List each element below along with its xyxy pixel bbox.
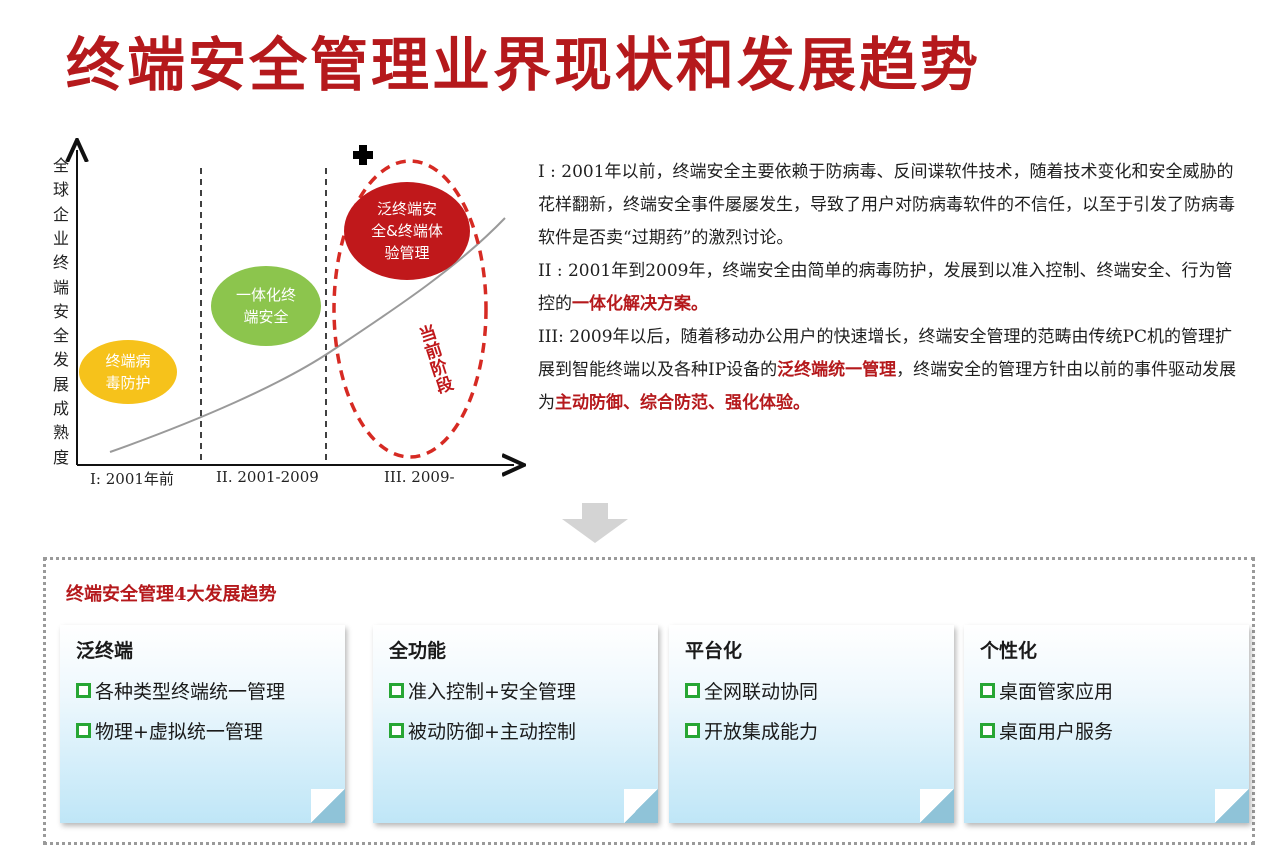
description: I : 2001年以前，终端安全主要依赖于防病毒、反间谍软件技术，随着技术变化和… (538, 156, 1238, 420)
trend-card-full-function: 全功能 准入控制+安全管理 被动防御+主动控制 (373, 625, 658, 823)
page-title: 终端安全管理业界现状和发展趋势 (66, 31, 982, 99)
card-heading: 全功能 (389, 640, 447, 662)
y-axis-label-char: 端 (52, 277, 69, 297)
maturity-curve (109, 217, 506, 453)
bubble-virus-protection: 终端病毒防护 (79, 340, 177, 404)
y-axis-label-char: 发 (52, 350, 69, 370)
trend-card-platform: 平台化 全网联动协同 开放集成能力 (669, 625, 954, 823)
checkbox-bullet-icon (389, 723, 404, 738)
page-curl-icon (311, 789, 345, 823)
y-axis-label-char: 球 (52, 180, 69, 200)
checkbox-bullet-icon (980, 723, 995, 738)
checkbox-bullet-icon (76, 683, 91, 698)
plus-icon (353, 145, 373, 165)
card-item: 全网联动协同 (685, 677, 818, 704)
desc-para-1: I : 2001年以前，终端安全主要依赖于防病毒、反间谍软件技术，随着技术变化和… (538, 162, 1235, 248)
page-curl-icon (1215, 789, 1249, 823)
card-item: 开放集成能力 (685, 717, 818, 744)
y-axis-label-char: 企 (52, 204, 69, 224)
bubble-integrated-security: 一体化终端安全 (211, 266, 321, 346)
card-item: 各种类型终端统一管理 (76, 677, 285, 704)
y-axis-label-char: 业 (52, 228, 69, 248)
current-stage-ellipse (332, 159, 488, 459)
y-axis-label-char: 全 (52, 326, 69, 346)
card-item: 准入控制+安全管理 (389, 677, 576, 704)
y-axis-label-char: 熟 (52, 423, 69, 443)
page-curl-icon (624, 789, 658, 823)
xtick-stage1: I: 2001年前 (90, 470, 174, 488)
checkbox-bullet-icon (76, 723, 91, 738)
card-item: 桌面用户服务 (980, 717, 1113, 744)
card-heading: 平台化 (685, 640, 743, 662)
xtick-stage2: II. 2001-2009 (216, 468, 319, 486)
y-axis-label-char: 安 (52, 301, 69, 321)
trend-card-personalization: 个性化 桌面管家应用 桌面用户服务 (964, 625, 1249, 823)
bubble-pan-terminal: 泛终端安全&终端体验管理 (344, 182, 470, 280)
checkbox-bullet-icon (685, 723, 700, 738)
y-axis-label-char: 终 (52, 253, 69, 273)
card-item: 物理+虚拟统一管理 (76, 717, 263, 744)
checkbox-bullet-icon (980, 683, 995, 698)
desc-para-2: II : 2001年到2009年，终端安全由简单的病毒防护，发展到以准入控制、终… (538, 261, 1233, 314)
desc-para-3: III: 2009年以后，随着移动办公用户的快速增长，终端安全管理的范畴由传统P… (538, 327, 1237, 413)
page-curl-icon (920, 789, 954, 823)
card-item: 被动防御+主动控制 (389, 717, 576, 744)
xtick-stage3: III. 2009- (384, 468, 455, 486)
checkbox-bullet-icon (389, 683, 404, 698)
checkbox-bullet-icon (685, 683, 700, 698)
card-heading: 泛终端 (76, 640, 134, 662)
card-item: 桌面管家应用 (980, 677, 1113, 704)
y-axis-label-char: 度 (52, 447, 69, 467)
trends-panel (43, 557, 1255, 845)
y-axis-label-char: 展 (52, 374, 69, 394)
down-arrow-icon (562, 503, 628, 543)
maturity-diagram (0, 0, 530, 500)
y-axis-label-char: 全 (52, 156, 69, 175)
y-axis-label-char: 成 (52, 399, 69, 418)
trends-title: 终端安全管理4大发展趋势 (66, 584, 277, 605)
card-heading: 个性化 (980, 640, 1038, 662)
trend-card-pan-terminal: 泛终端 各种类型终端统一管理 物理+虚拟统一管理 (60, 625, 345, 823)
